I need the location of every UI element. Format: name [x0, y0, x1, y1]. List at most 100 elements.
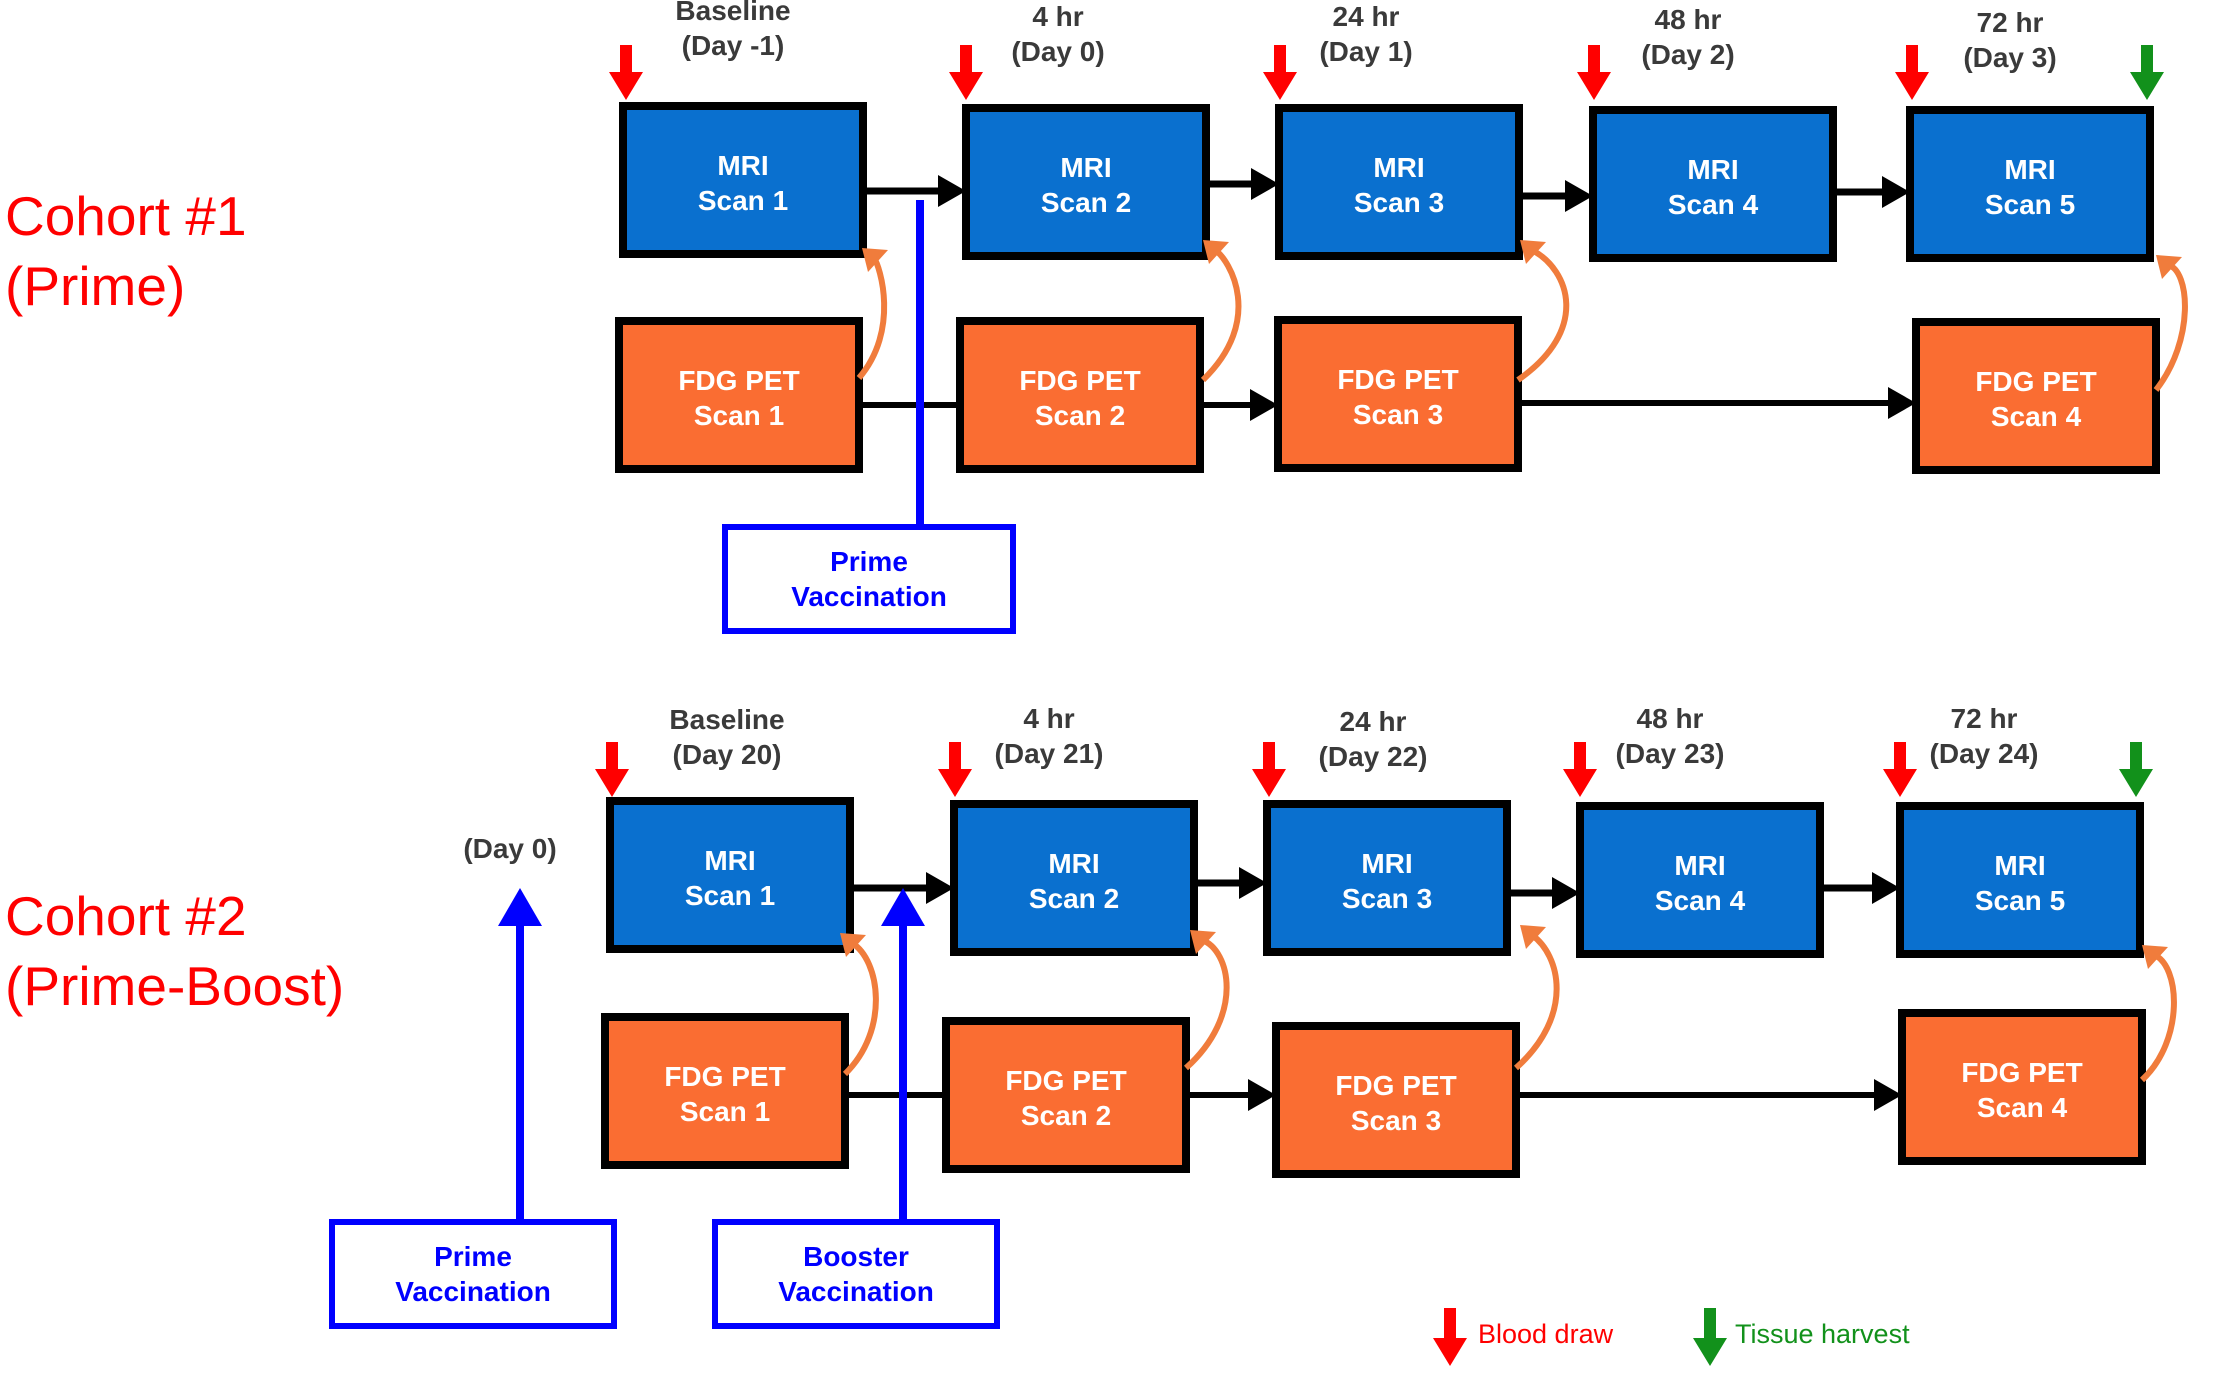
mri-scan-box-label-line: MRI [1048, 848, 1099, 879]
pet-to-mri-curve-arrow-head [2156, 255, 2182, 279]
fdg-pet-scan-box [956, 317, 1204, 473]
pet-to-mri-curve-arrow [1513, 925, 1560, 1071]
fdg-pet-scan-box-label-line: Scan 2 [1035, 400, 1125, 431]
fdg-pet-scan-box [1912, 318, 2160, 474]
mri-sequence-arrow-head [1239, 867, 1267, 899]
fdg-pet-scan-box-label-line: Scan 4 [1977, 1092, 2068, 1123]
mri-sequence-arrow [850, 872, 954, 904]
blood-draw-arrow [1563, 742, 1597, 797]
vaccination-label-line: Vaccination [395, 1276, 551, 1307]
mri-scan-box [962, 104, 1210, 260]
blood-draw-arrow [1883, 742, 1917, 797]
timepoint-label-line: (Day 0) [1011, 36, 1104, 67]
prime-day-label: (Day 0) [463, 833, 556, 864]
mri-sequence-arrow [1206, 168, 1279, 200]
pet-to-mri-curve-arrow-head [840, 933, 866, 957]
vaccination-arrow-head [881, 888, 925, 926]
mri-sequence-arrow-head [1251, 168, 1279, 200]
timepoint-label-line: (Day 2) [1641, 39, 1734, 70]
fdg-pet-scan-box [942, 1017, 1190, 1173]
pet-to-mri-curve-arrow-path [2139, 952, 2177, 1083]
mri-scan-box-label-line: Scan 5 [1985, 189, 2075, 220]
mri-scan-box-label-line: Scan 3 [1342, 883, 1432, 914]
timepoint-label-line: (Day 21) [995, 738, 1104, 769]
pet-to-mri-curve-arrow [1183, 930, 1230, 1071]
blood-draw-arrow [1252, 742, 1286, 797]
pet-to-mri-curve-arrow-head [1520, 240, 1546, 264]
mri-scan-box-label-line: MRI [2004, 154, 2055, 185]
pet-to-mri-curve-arrow [2153, 255, 2188, 392]
pet-to-mri-curve-arrow-head [1203, 240, 1229, 264]
pet-to-mri-curve-arrow-path [1513, 932, 1560, 1071]
mri-scan-box-label-line: Scan 1 [698, 185, 788, 216]
mri-sequence-arrow-head [1872, 872, 1900, 904]
pet-to-mri-curve-arrow-path [856, 256, 888, 380]
timepoint-label-line: 48 hr [1637, 703, 1704, 734]
mri-scan-box [1275, 104, 1523, 260]
timepoint-label-line: (Day 1) [1319, 36, 1412, 67]
mri-scan-box-label-line: MRI [1687, 154, 1738, 185]
pet-to-mri-curve-arrow-path [1183, 937, 1230, 1071]
vaccination-arrow [898, 200, 942, 565]
timepoint-label-line: 72 hr [1951, 703, 2018, 734]
mri-scan-box-label-line: MRI [1674, 850, 1725, 881]
cohort-label: Cohort #1 [5, 185, 247, 247]
tissue-harvest-arrow [2130, 45, 2164, 100]
mri-scan-box [1576, 802, 1824, 958]
mri-sequence-arrow [1507, 877, 1580, 909]
legend-blood-draw-icon [1433, 1308, 1467, 1366]
mri-scan-box-label-line: MRI [1361, 848, 1412, 879]
fdg-pet-scan-box [1272, 1022, 1520, 1178]
timepoint-label-line: Baseline [675, 0, 790, 26]
fdg-pet-scan-box-label-line: FDG PET [678, 365, 799, 396]
mri-sequence-arrow [1833, 176, 1910, 208]
mri-sequence-arrow-head [926, 872, 954, 904]
mri-scan-box [1263, 800, 1511, 956]
fdg-pet-scan-box-label-line: FDG PET [1337, 364, 1458, 395]
mri-scan-box-label-line: MRI [717, 150, 768, 181]
mri-scan-box [1589, 106, 1837, 262]
pet-to-mri-curve-arrow-head [1190, 930, 1216, 954]
vaccination-box [712, 1219, 1000, 1329]
mri-sequence-arrow [1519, 180, 1593, 212]
fdg-pet-scan-box-label-line: Scan 2 [1021, 1100, 1111, 1131]
fdg-pet-scan-box-label-line: FDG PET [664, 1061, 785, 1092]
pet-to-mri-curve-arrow-path [1516, 247, 1570, 383]
mri-scan-box-label-line: Scan 2 [1041, 187, 1131, 218]
fdg-pet-scan-box-label-line: FDG PET [1335, 1070, 1456, 1101]
timepoint-label-line: (Day 20) [673, 739, 782, 770]
fdg-pet-scan-box [601, 1013, 849, 1169]
timepoint-label-line: 72 hr [1977, 7, 2044, 38]
legend-blood-draw-label: Blood draw [1478, 1319, 1614, 1349]
mri-sequence-arrow [1820, 872, 1900, 904]
timepoint-label-line: (Day 3) [1963, 42, 2056, 73]
fdg-pet-scan-box-label-line: Scan 4 [1991, 401, 2082, 432]
timepoint-label-line: 48 hr [1655, 4, 1722, 35]
timepoint-label-line: (Day 23) [1616, 738, 1725, 769]
mri-scan-box-label-line: Scan 1 [685, 880, 775, 911]
timepoint-label-line: 24 hr [1333, 1, 1400, 32]
timepoint-label-line: (Day 22) [1319, 741, 1428, 772]
pet-to-mri-curve-arrow [1516, 240, 1570, 383]
blood-draw-arrow [595, 742, 629, 797]
blood-draw-arrow [938, 742, 972, 797]
tissue-harvest-arrow [2119, 742, 2153, 797]
fdg-pet-scan-box-label-line: Scan 3 [1351, 1105, 1441, 1136]
cohort-label: Cohort #2 [5, 885, 247, 947]
legend-tissue-harvest-label: Tissue harvest [1735, 1319, 1910, 1349]
mri-sequence-arrow-head [1882, 176, 1910, 208]
legend-tissue-harvest-icon [1693, 1308, 1727, 1366]
vaccination-label-line: Prime [830, 546, 908, 577]
fdg-pet-scan-box-label-line: FDG PET [1961, 1057, 2082, 1088]
mri-scan-box [950, 800, 1198, 956]
pet-sequence-arrow [1518, 387, 1916, 419]
mri-scan-box-label-line: Scan 5 [1975, 885, 2065, 916]
cohort-label: (Prime) [5, 255, 185, 317]
fdg-pet-scan-box-label-line: Scan 1 [694, 400, 784, 431]
mri-scan-box-label-line: Scan 2 [1029, 883, 1119, 914]
mri-scan-box-label-line: Scan 4 [1655, 885, 1746, 916]
pet-sequence-arrow-head [1888, 387, 1916, 419]
mri-scan-box-label-line: MRI [704, 845, 755, 876]
pet-to-mri-curve-arrow [2139, 945, 2177, 1083]
